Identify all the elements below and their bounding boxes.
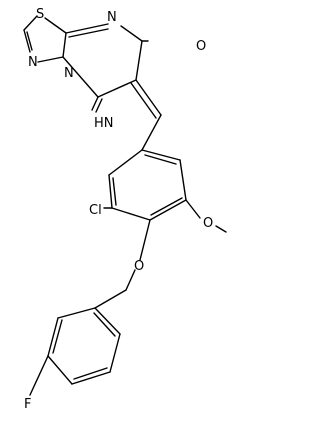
nitrogen-atom-label: N	[64, 66, 74, 81]
bond	[91, 96, 99, 111]
bond	[112, 177, 117, 206]
bond	[73, 367, 108, 380]
bond	[94, 289, 127, 309]
bond	[37, 56, 64, 63]
bond	[125, 269, 136, 291]
bond	[108, 149, 143, 176]
fluorine-atom-label: F	[24, 397, 31, 412]
structure-canvas: S N N N O HN Cl O O F	[23, 7, 227, 412]
bond	[62, 56, 99, 98]
bond	[111, 207, 151, 221]
bond	[141, 114, 162, 151]
bond	[144, 154, 177, 165]
chlorine-atom-label: Cl	[89, 203, 102, 218]
bond	[68, 28, 109, 38]
sulfur-atom-label: S	[36, 7, 44, 22]
bond	[62, 32, 67, 58]
bond	[109, 333, 121, 373]
bond	[23, 15, 38, 31]
bond	[29, 355, 49, 396]
bond	[135, 79, 162, 116]
bond	[26, 31, 33, 51]
bond	[149, 199, 187, 221]
bond	[150, 197, 183, 216]
bond	[93, 312, 116, 337]
bond	[65, 23, 109, 34]
bond	[135, 40, 143, 81]
bond	[141, 149, 181, 161]
bond	[23, 29, 31, 53]
nitrogen-atom-label: N	[107, 10, 117, 25]
bond	[215, 225, 227, 233]
nitrogen-atom-label: N	[28, 55, 38, 70]
bond	[179, 159, 187, 201]
bond	[47, 317, 59, 357]
bond	[71, 371, 111, 385]
bond	[95, 98, 103, 113]
bond	[139, 219, 151, 261]
bond	[44, 17, 67, 34]
oxygen-atom-label: O	[134, 259, 144, 274]
bond	[52, 319, 63, 354]
imine-nh-label: HN	[94, 116, 114, 131]
bond	[108, 174, 113, 209]
bond	[130, 82, 157, 119]
bond	[57, 307, 96, 319]
bond	[94, 307, 121, 335]
bond	[47, 355, 73, 385]
bond	[120, 25, 143, 42]
chemical-structure-diagram: S N N N O HN Cl O O F	[23, 7, 227, 412]
oxygen-atom-label: O	[203, 216, 213, 231]
bond	[185, 199, 201, 219]
oxygen-atom-label: O	[196, 39, 206, 54]
bond	[97, 79, 137, 98]
